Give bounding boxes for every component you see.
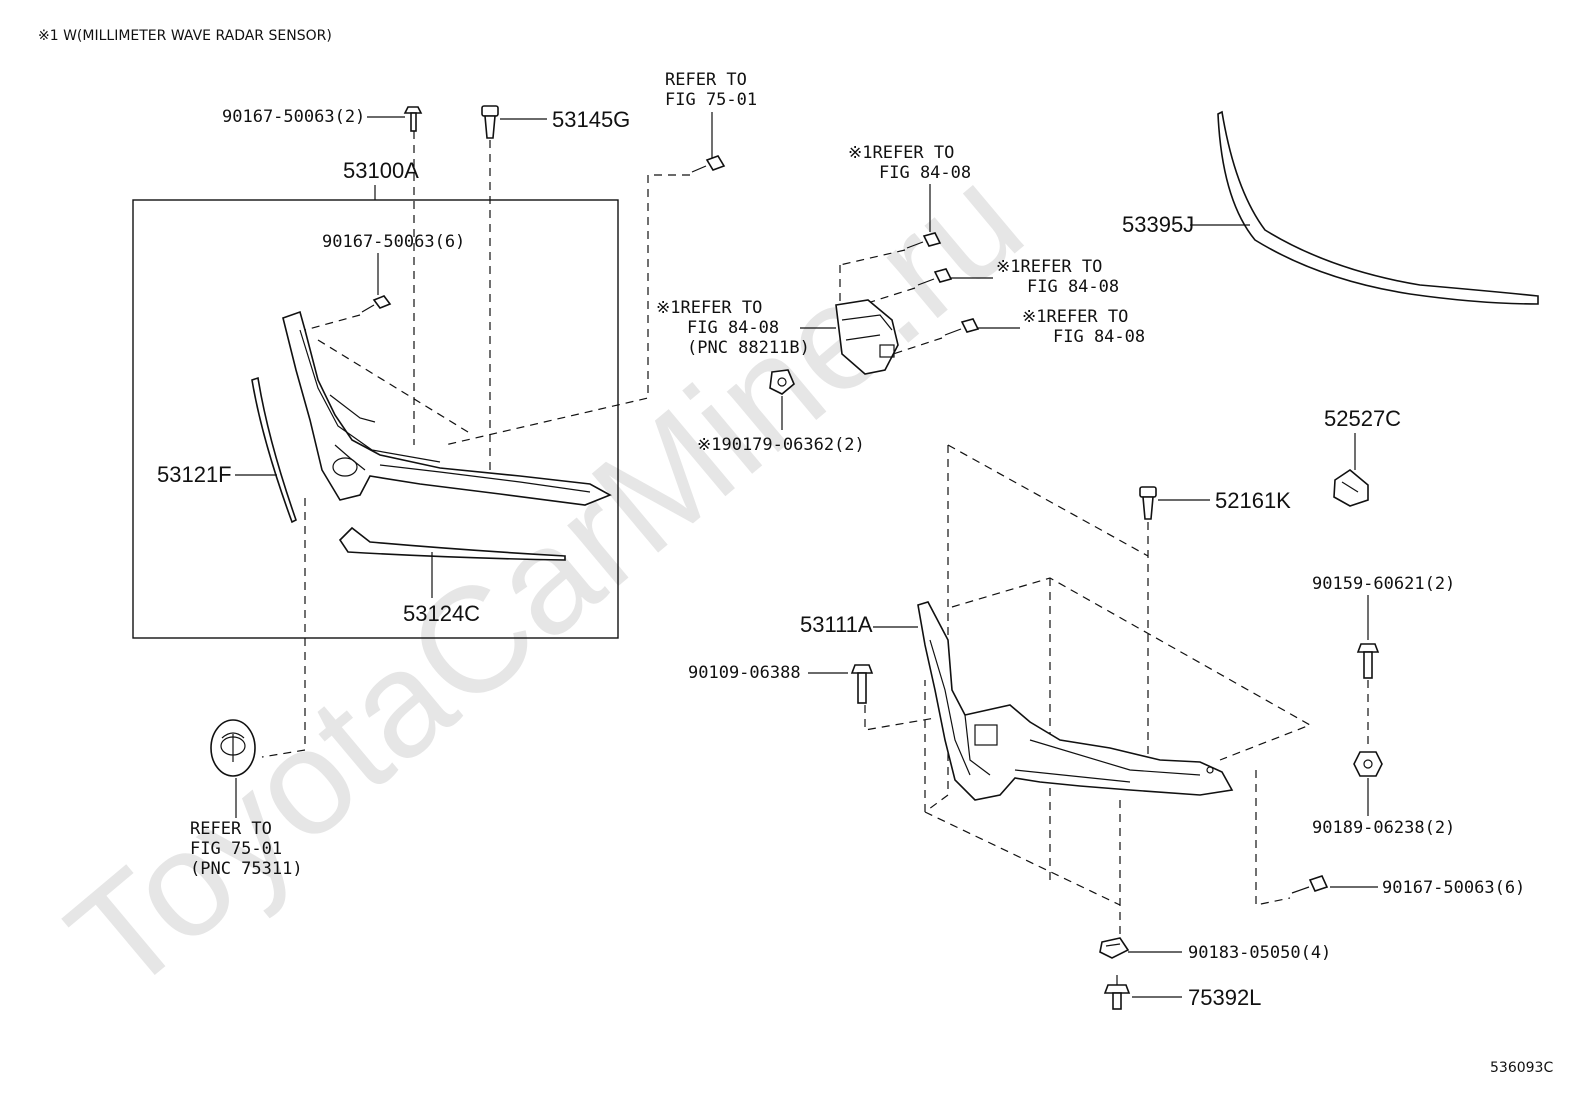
screw-icon <box>1291 875 1329 894</box>
bolt-icon <box>1356 643 1380 679</box>
radar-refer-b-line1[interactable]: ※1REFER TO <box>996 257 1102 277</box>
screw-icon <box>1103 975 1131 1010</box>
grille-moulding-53124C <box>338 526 566 561</box>
label-53124C[interactable]: 53124C <box>403 601 480 626</box>
label-90167-50063-6-inner[interactable]: 90167-50063(6) <box>322 232 465 252</box>
screw-icon <box>403 106 423 132</box>
radar-refer-a-line2[interactable]: FIG 84-08 <box>879 163 971 183</box>
label-90167-50063-2[interactable]: 90167-50063(2) <box>222 107 365 127</box>
radar-refer-c-line2[interactable]: FIG 84-08 <box>1053 327 1145 347</box>
clip-nut-icon <box>1099 937 1130 959</box>
refer-emblem-line2[interactable]: FIG 75-01 <box>190 839 282 859</box>
screw-icon <box>691 155 726 173</box>
millimeter-wave-radar-sensor <box>835 299 899 375</box>
refer-7501-top-line1[interactable]: REFER TO <box>665 70 747 90</box>
radar-refer-b-line2[interactable]: FIG 84-08 <box>1027 277 1119 297</box>
watermark: ToyotaCarMine.ru <box>38 135 1053 1025</box>
refer-emblem-line1[interactable]: REFER TO <box>190 819 272 839</box>
refer-emblem-line3[interactable]: (PNC 75311) <box>190 859 303 879</box>
screw-icon <box>917 268 953 286</box>
emblem-icon <box>210 719 256 777</box>
clip-53145G-icon <box>481 105 499 139</box>
radiator-grille <box>282 310 612 506</box>
radar-refer-d-line2[interactable]: FIG 84-08 <box>687 318 779 338</box>
clip-52161K-icon <box>1139 486 1157 520</box>
label-90183-05050[interactable]: 90183-05050(4) <box>1188 943 1331 963</box>
label-52527C[interactable]: 52527C <box>1324 406 1401 431</box>
label-53121F[interactable]: 53121F <box>157 462 232 487</box>
bracket-52527C <box>1333 469 1369 507</box>
label-90189-06238[interactable]: 90189-06238(2) <box>1312 818 1455 838</box>
label-90167-50063-6-right[interactable]: 90167-50063(6) <box>1382 878 1525 898</box>
screw-icon <box>944 318 980 336</box>
bumper-reinforcement-53111A <box>917 601 1234 801</box>
refer-7501-top-line2[interactable]: FIG 75-01 <box>665 90 757 110</box>
label-90179-06362[interactable]: ※190179-06362(2) <box>697 435 865 455</box>
label-53111A[interactable]: 53111A <box>800 612 873 637</box>
label-75392L[interactable]: 75392L <box>1188 985 1261 1010</box>
label-90159-60621[interactable]: 90159-60621(2) <box>1312 574 1455 594</box>
radar-refer-d-line3[interactable]: (PNC 88211B) <box>687 338 810 358</box>
screw-icon <box>906 232 942 249</box>
bolt-icon <box>850 664 874 704</box>
header-note: ※1 W(MILLIMETER WAVE RADAR SENSOR) <box>38 28 332 44</box>
nut-icon <box>1353 751 1383 777</box>
label-53395J[interactable]: 53395J <box>1122 212 1194 237</box>
figure-id: 536093C <box>1490 1060 1553 1076</box>
radar-refer-c-line1[interactable]: ※1REFER TO <box>1022 307 1128 327</box>
label-53100A[interactable]: 53100A <box>343 158 419 183</box>
screw-icon <box>361 295 392 313</box>
radar-refer-d-line1[interactable]: ※1REFER TO <box>656 298 762 318</box>
nut-icon <box>769 369 795 395</box>
radar-refer-a-line1[interactable]: ※1REFER TO <box>848 143 954 163</box>
grille-moulding-53121F <box>251 376 297 524</box>
label-52161K[interactable]: 52161K <box>1215 488 1291 513</box>
moulding-53395J <box>1217 110 1539 305</box>
label-53145G[interactable]: 53145G <box>552 107 630 132</box>
label-90109-06388[interactable]: 90109-06388 <box>688 663 801 683</box>
